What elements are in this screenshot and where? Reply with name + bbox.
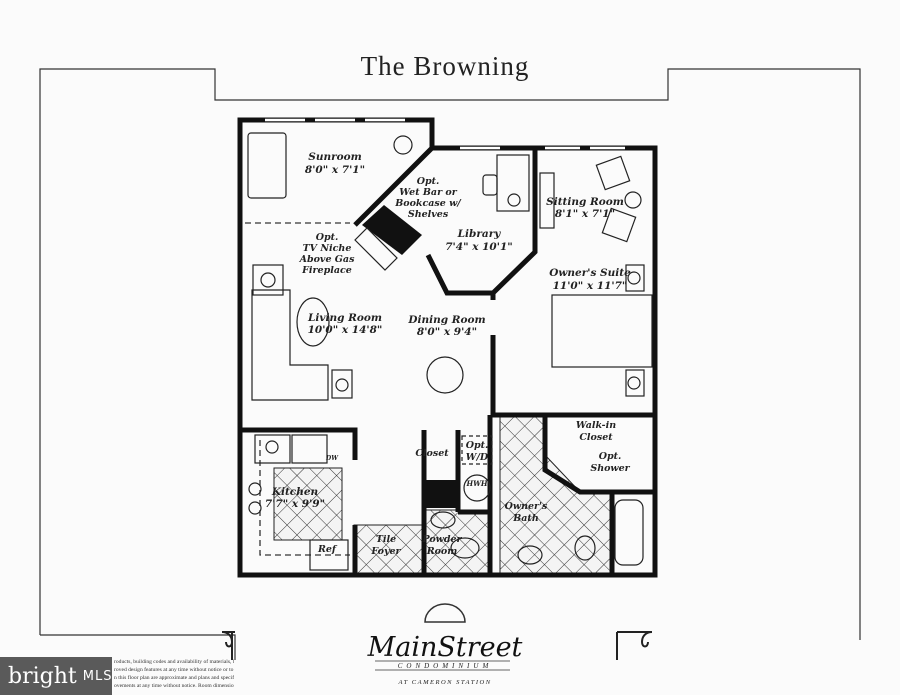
- sunroom-size: 8'0" x 7'1": [305, 164, 365, 176]
- sitting-room-label: Sitting Room: [546, 196, 624, 208]
- dining-room-label: Dining Room: [407, 314, 485, 326]
- wet-bar-label: Opt.: [417, 176, 440, 187]
- logo-name: MainStreet: [367, 632, 523, 663]
- logo-line2: CONDOMINIUM: [398, 662, 493, 670]
- badge-suffix: MLS: [82, 668, 113, 684]
- sunroom-diagonal-wall: [353, 146, 434, 227]
- living-room-size: 10'0" x 14'8": [308, 324, 383, 336]
- tile-foyer-label: Tile: [376, 534, 396, 545]
- opt-shower-label: Opt.: [599, 451, 622, 462]
- sunroom-label: Sunroom: [308, 151, 362, 163]
- wet-bar-label: Bookcase w/: [394, 198, 462, 209]
- owners-bath-label: Bath: [512, 513, 539, 524]
- suite-wall: [490, 293, 655, 418]
- furniture: [247, 132, 653, 571]
- mainstreet-logo: MainStreet CONDOMINIUM AT CAMERON STATIO…: [367, 603, 523, 686]
- kitchen-floor: [273, 467, 343, 541]
- chase: [424, 480, 458, 508]
- kitchen-cabinets: [259, 440, 350, 556]
- page-frame-bottom: [40, 634, 236, 660]
- walk-in-closet-label: Closet: [579, 432, 613, 443]
- disclaimer-text: roducts, building codes and availability…: [114, 658, 234, 690]
- owners-bath-label: Owner's: [505, 501, 548, 512]
- library-wall: [425, 148, 538, 296]
- kitchen-size: 7'7" x 9'9": [265, 498, 325, 510]
- walk-in-closet-label: Walk-in: [576, 420, 616, 431]
- foyer-floor: [353, 524, 425, 574]
- hwh-label: HWH: [465, 479, 487, 488]
- kitchen-label: Kitchen: [271, 486, 318, 498]
- closet-wall: [542, 415, 655, 575]
- opt-shower-label: Shower: [590, 463, 630, 474]
- owners-suite-label: Owner's Suite: [549, 267, 631, 279]
- wet-bar-label: Shelves: [408, 209, 449, 220]
- powder-room-label: Powder: [421, 534, 462, 545]
- badge-brand: bright: [8, 663, 77, 689]
- powder-room-label: Room: [426, 546, 458, 557]
- tv-niche: [354, 227, 398, 271]
- living-room-label: Living Room: [307, 312, 382, 324]
- opt-wd-label: Opt.: [466, 440, 489, 451]
- tv-niche-label: Above Gas: [299, 254, 355, 265]
- tv-niche-label: TV Niche: [303, 243, 352, 254]
- page-frame: [39, 68, 861, 640]
- tile-foyer-label: Foyer: [370, 546, 401, 557]
- wet-bar-label: Wet Bar or: [399, 187, 457, 198]
- closet-label: Closet: [415, 448, 449, 459]
- dishwasher-label: DW: [325, 455, 339, 462]
- logo-line3: AT CAMERON STATION: [397, 679, 491, 686]
- exterior-wall: [237, 117, 658, 578]
- disclaimer-line: n this floor plan are approximate and pl…: [114, 675, 234, 681]
- tv-niche-label: Fireplace: [301, 265, 352, 276]
- owners-suite-size: 11'0" x 11'7": [553, 280, 628, 292]
- sitting-room-size: 8'1" x 7'1": [555, 208, 615, 220]
- dining-room-size: 8'0" x 9'4": [417, 326, 477, 338]
- windows: [265, 118, 625, 150]
- disclaimer-line: roducts, building codes and availability…: [114, 659, 234, 665]
- library-label: Library: [457, 228, 502, 240]
- tv-niche-label: Opt.: [316, 232, 339, 243]
- corner-ornament-icon: [221, 631, 235, 660]
- disclaimer-line: ovements at any time without notice. Roo…: [114, 683, 234, 689]
- ref-label: Ref: [317, 544, 338, 555]
- bright-mls-watermark: bright MLS: [0, 657, 112, 695]
- disclaimer-line: roved design features at any time withou…: [114, 667, 234, 673]
- kitchen-wall: [240, 427, 358, 575]
- fireplace: [362, 205, 422, 255]
- library-size: 7'4" x 10'1": [445, 241, 512, 253]
- corner-ornament-icon: [616, 631, 653, 660]
- plan-title: The Browning: [361, 51, 530, 81]
- opt-wd-label: W/D: [466, 452, 489, 463]
